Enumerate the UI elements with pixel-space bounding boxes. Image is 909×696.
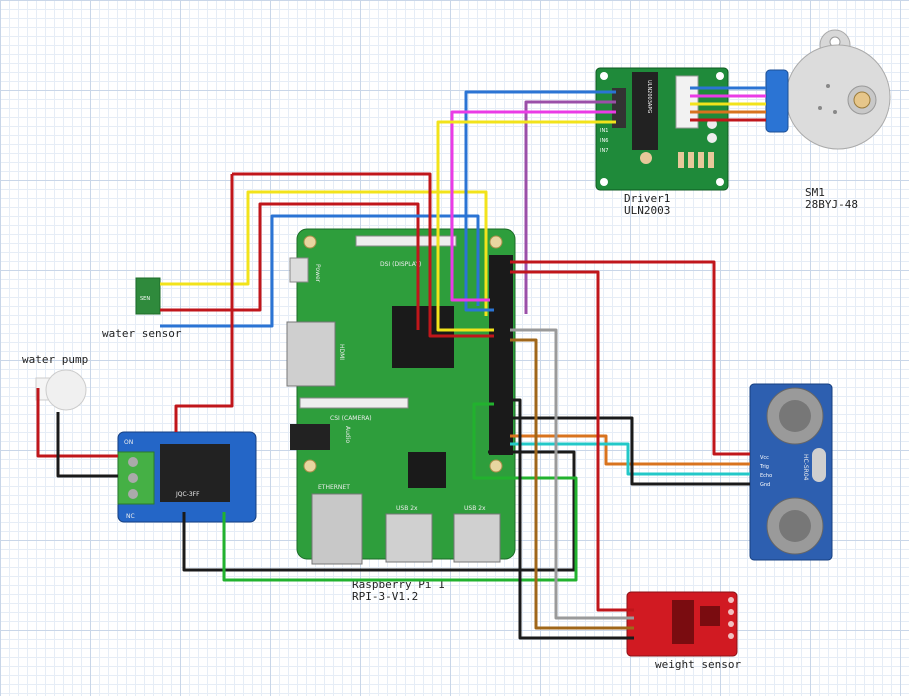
svg-text:IN7: IN7 <box>600 148 608 154</box>
wire-pink-driver <box>450 110 616 302</box>
wire-gray-weight <box>510 328 634 620</box>
wires <box>36 86 766 640</box>
wire-red-relay <box>174 174 234 432</box>
driver-model-label: ULN2003 <box>624 204 670 217</box>
hc-sr04-ultrasonic-sensor: HC-SR04 Vcc Trig Echo Gnd <box>749 383 833 561</box>
audio-label: Audio <box>344 426 351 443</box>
wire-black-ultrasonic <box>510 416 750 486</box>
water-sensor-label: water sensor <box>102 327 182 340</box>
relay-module: JQC-3FF ON NC <box>117 431 257 523</box>
wire-purple-driver <box>524 100 616 314</box>
wire-yellow-sensor <box>160 190 488 316</box>
wire-red-driver-power <box>232 172 494 338</box>
us-pin-gnd: Gnd <box>760 482 770 488</box>
water-pump <box>35 369 87 411</box>
wire-red-weight <box>510 270 634 612</box>
wire-red-sensor <box>160 202 420 330</box>
svg-text:IN6: IN6 <box>600 138 608 144</box>
us-pin-echo: Echo <box>760 473 772 479</box>
weight-sensor-label: weight sensor <box>655 658 741 671</box>
wire-black-pump <box>56 412 118 478</box>
driver-name-label: Driver1 <box>624 192 670 205</box>
water-sensor-module: SEN <box>135 277 161 315</box>
hdmi-label: HDMI <box>338 344 345 360</box>
us-pin-trig: Trig <box>759 464 769 470</box>
pi-model-label: RPI-3-V1.2 <box>352 590 418 603</box>
wire-cyan-ultrasonic <box>510 442 750 476</box>
wire-green-relay <box>222 402 578 582</box>
power-label: Power <box>314 264 321 283</box>
us-pin-vcc: Vcc <box>760 455 769 461</box>
ethernet-label: ETHERNET <box>318 484 350 491</box>
ultrasonic-model-label: HC-SR04 <box>802 454 809 481</box>
wire-blue-driver <box>464 90 616 312</box>
motor-model-label: 28BYJ-48 <box>805 198 858 211</box>
wire-blue-sensor <box>160 214 480 328</box>
raspberry-pi-board: DSI (DISPLAY) Power HDMI CSI (CAMERA) Au… <box>286 228 516 565</box>
wire-red-pump <box>36 388 118 458</box>
wire-orange-ultrasonic <box>510 434 750 466</box>
uln2003-driver-board: ULN2003APG IN1 IN6 IN7 <box>595 67 729 191</box>
wire-black-relay <box>182 450 576 572</box>
wire-yellow-driver <box>436 120 616 332</box>
sensor-tag-label: SEN <box>140 296 150 302</box>
relay-nc-label: NC <box>126 513 135 520</box>
chip-label: ULN2003APG <box>646 80 652 113</box>
wire-black-weight <box>510 398 634 640</box>
usb1-label: USB 2x <box>396 505 418 512</box>
water-pump-label: water pump <box>22 353 88 366</box>
csi-label: CSI (CAMERA) <box>330 415 372 422</box>
wire-red-ultrasonic <box>510 260 750 456</box>
motor-name-label: SM1 <box>805 186 825 199</box>
relay-brand-label: JQC-3FF <box>175 491 200 498</box>
usb2-label: USB 2x <box>464 505 486 512</box>
wire-brown-weight <box>510 338 634 630</box>
hx711-weight-sensor <box>626 591 738 657</box>
stepper-motor <box>765 29 891 150</box>
svg-text:IN1: IN1 <box>600 128 608 134</box>
dsi-label: DSI (DISPLAY) <box>380 261 421 268</box>
relay-on-label: ON <box>124 439 133 446</box>
